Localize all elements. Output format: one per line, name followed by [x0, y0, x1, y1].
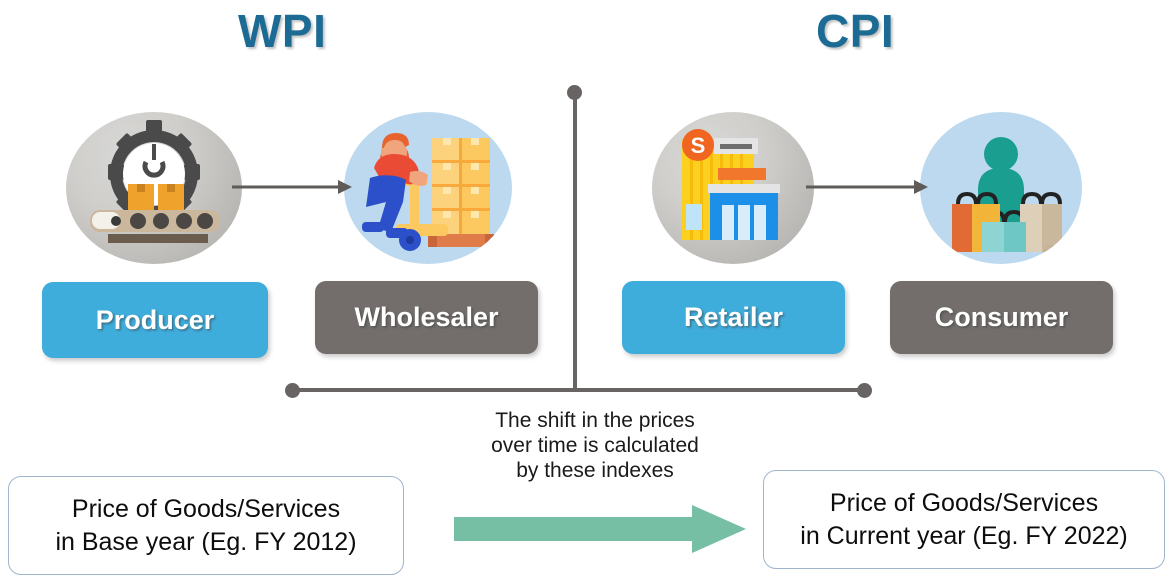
warehouse-worker-glyph	[362, 133, 494, 251]
producer-to-wholesaler-arrow	[232, 176, 352, 198]
stage-label-consumer[interactable]: Consumer	[890, 281, 1113, 354]
stage-label-wholesaler[interactable]: Wholesaler	[315, 281, 538, 354]
center-caption-line-1: The shift in the prices	[495, 409, 695, 432]
factory-production-icon	[66, 112, 242, 264]
axis-dot-right	[857, 383, 872, 398]
stage-label-retailer-text: Retailer	[683, 302, 784, 332]
price-shift-arrow	[454, 505, 746, 553]
shopper-with-bags-icon	[920, 112, 1082, 264]
shopper-with-bags-glyph	[952, 137, 1062, 252]
factory-production-glyph	[90, 120, 220, 243]
stage-label-producer-text: Producer	[95, 304, 215, 335]
vertical-divider-line	[573, 92, 577, 392]
warehouse-worker-pallet-icon	[344, 112, 512, 264]
center-caption: The shift in the prices over time is cal…	[448, 408, 742, 483]
current-year-price-line-2: in Current year (Eg. FY 2022)	[800, 521, 1128, 550]
retail-store-icon: S	[652, 112, 814, 264]
horizontal-axis-line	[292, 388, 864, 392]
base-year-price-line-1: Price of Goods/Services	[71, 494, 341, 523]
axis-dot-left	[285, 383, 300, 398]
base-year-price-box: Price of Goods/Services in Base year (Eg…	[8, 476, 404, 575]
stage-label-producer[interactable]: Producer	[42, 282, 268, 358]
center-caption-line-2: over time is calculated	[491, 434, 699, 457]
stage-label-consumer-text: Consumer	[934, 302, 1069, 332]
retailer-to-consumer-arrow	[806, 176, 928, 198]
current-year-price-box: Price of Goods/Services in Current year …	[763, 470, 1165, 569]
stage-label-wholesaler-text: Wholesaler	[354, 302, 499, 332]
axis-dot-top	[567, 85, 582, 100]
svg-text:S: S	[691, 133, 706, 158]
retail-store-glyph: S	[682, 129, 780, 240]
current-year-price-line-1: Price of Goods/Services	[829, 488, 1099, 517]
base-year-price-line-2: in Base year (Eg. FY 2012)	[55, 527, 357, 556]
cpi-title: CPI	[816, 5, 895, 57]
wpi-title: WPI	[238, 5, 327, 57]
stage-label-retailer[interactable]: Retailer	[622, 281, 845, 354]
center-caption-line-3: by these indexes	[516, 459, 674, 482]
